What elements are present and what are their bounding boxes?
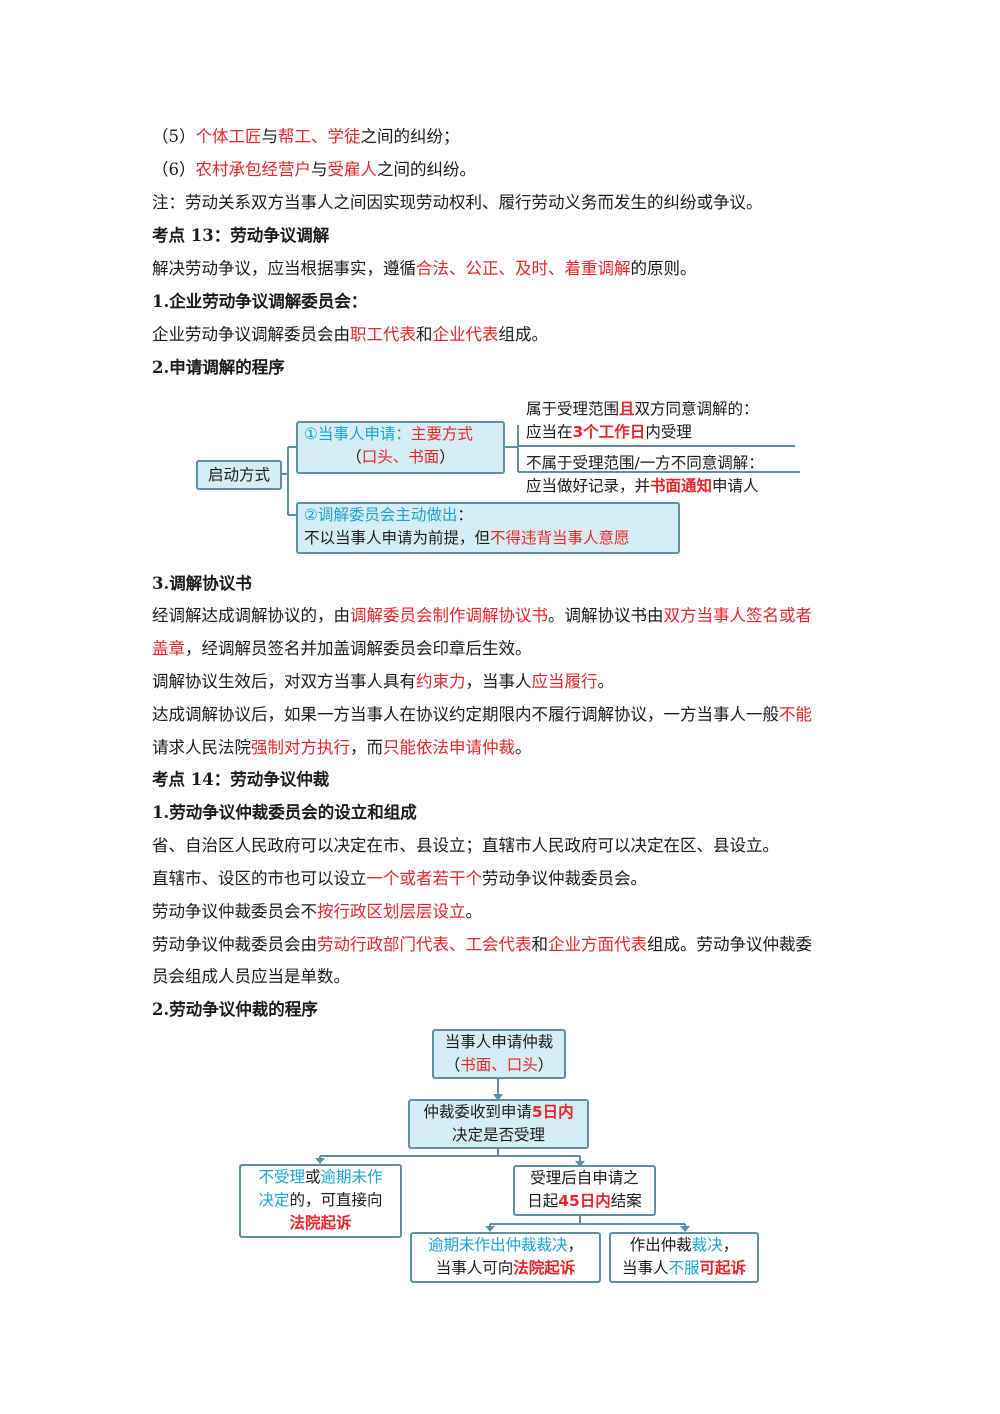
subheading-arb-1: 1.劳动争议仲裁委员会的设立和组成 <box>152 803 417 822</box>
paragraph: 解决劳动争议，应当根据事实，遵循合法、公正、及时、着重调解的原则。 <box>152 259 697 278</box>
branch-not-accepted: 不属于受理范围/一方不同意调解： 应当做好记录，并书面通知申请人 <box>526 454 764 495</box>
paragraph: 省、自治区人民政府可以决定在市、县设立；直辖市人民政府可以决定在区、县设立。 <box>152 836 779 855</box>
subheading-2: 2.申请调解的程序 <box>152 358 285 377</box>
item-6: （6）农村承包经营户与受雇人之间的纠纷。 <box>152 160 476 179</box>
node-award-made: 作出仲裁裁决， 当事人不服可起诉 <box>609 1232 759 1283</box>
note: 注：劳动关系双方当事人之间因实现劳动权利、履行劳动义务而发生的纠纷或争议。 <box>152 193 763 212</box>
node-apply-arbitration: 当事人申请仲裁 （书面、口头） <box>432 1029 566 1079</box>
node-overdue-award: 逾期未作出仲裁裁决， 当事人可向法院起诉 <box>410 1232 601 1283</box>
paragraph: 企业劳动争议调解委员会由职工代表和企业代表组成。 <box>152 325 548 344</box>
subheading-arb-2: 2.劳动争议仲裁的程序 <box>152 1000 318 1019</box>
heading-14: 考点 14：劳动争议仲裁 <box>152 770 330 789</box>
paragraph: 请求人民法院强制对方执行，而只能依法申请仲裁。 <box>152 738 532 757</box>
paragraph: 调解协议生效后，对双方当事人具有约束力，当事人应当履行。 <box>152 672 614 691</box>
node-accepted-45days: 受理后自申请之 日起45日内结案 <box>513 1165 656 1216</box>
paragraph: 盖章，经调解员签名并加盖调解委员会印章后生效。 <box>152 639 532 658</box>
node-not-accepted: 不受理或逾期未作 决定的，可直接向 法院起诉 <box>239 1164 402 1238</box>
item-5: （5）个体工匠与帮工、学徒之间的纠纷； <box>152 127 460 146</box>
node-decide-acceptance: 仲裁委收到申请5日内 决定是否受理 <box>408 1099 589 1149</box>
paragraph: 劳动争议仲裁委员会由劳动行政部门代表、工会代表和企业方面代表组成。劳动争议仲裁委 <box>152 935 812 954</box>
paragraph: 经调解达成调解协议的，由调解委员会制作调解协议书。调解协议书由双方当事人签名或者 <box>152 606 812 625</box>
branch-accepted: 属于受理范围且双方同意调解的： 应当在3个工作日内受理 <box>526 400 759 441</box>
node-start-method: 启动方式 <box>196 460 282 490</box>
paragraph: 直辖市、设区的市也可以设立一个或者若干个劳动争议仲裁委员会。 <box>152 869 647 888</box>
paragraph: 达成调解协议后，如果一方当事人在协议约定期限内不履行调解协议，一方当事人一般不能 <box>152 705 812 724</box>
heading-13: 考点 13：劳动争议调解 <box>152 226 330 245</box>
node-party-application: ①当事人申请：主要方式 （口头、书面） <box>296 421 505 474</box>
subheading-3: 3.调解协议书 <box>152 574 252 593</box>
subheading-1: 1.企业劳动争议调解委员会： <box>152 292 368 311</box>
paragraph: 员会组成人员应当是单数。 <box>152 967 350 986</box>
paragraph: 劳动争议仲裁委员会不按行政区划层层设立。 <box>152 902 482 921</box>
node-committee-initiative: ②调解委员会主动做出： 不以当事人申请为前提，但不得违背当事人意愿 <box>296 502 680 554</box>
